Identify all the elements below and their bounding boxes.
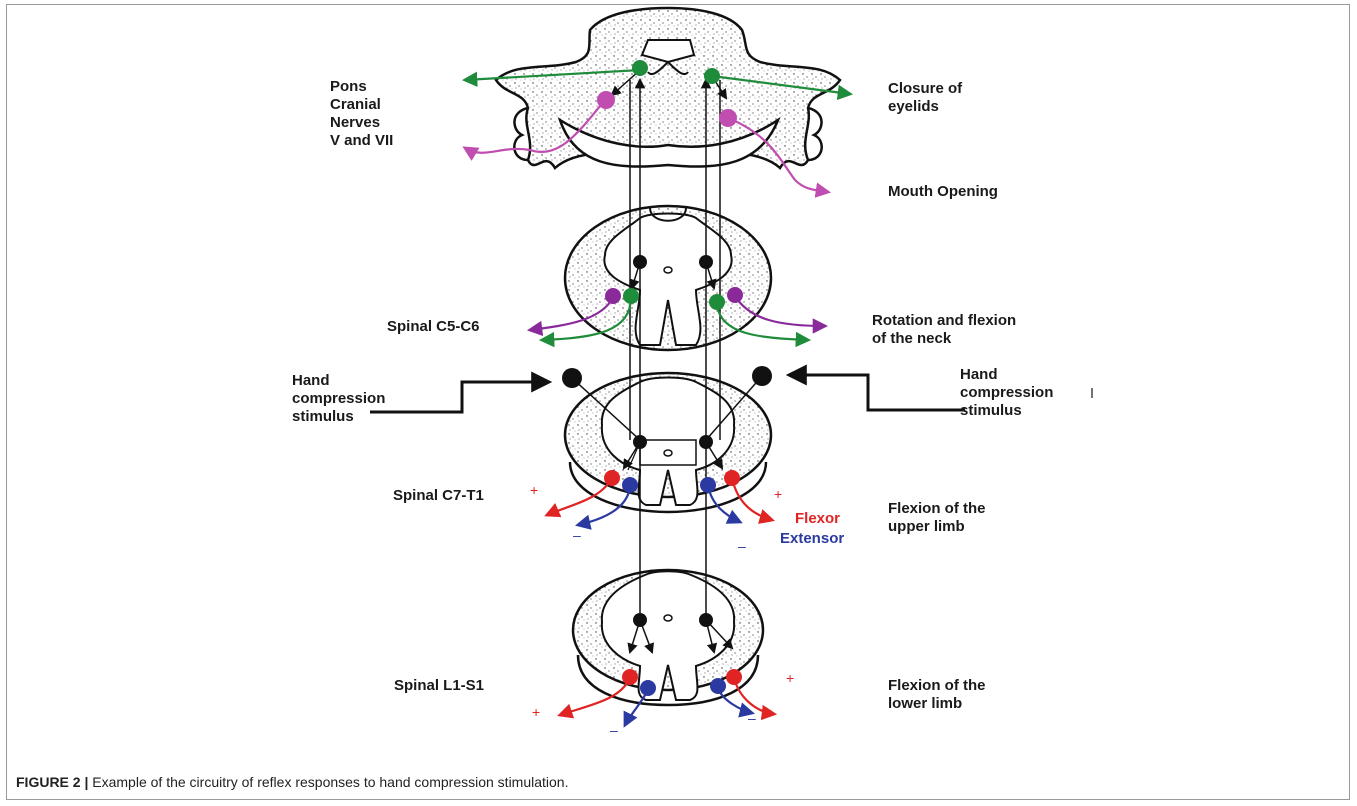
- label-flexion-upper-limb: Flexion of the upper limb: [888, 500, 986, 536]
- sign-plus-l1s1-left: +: [532, 704, 540, 720]
- label-closure-line-1: Closure of: [888, 80, 962, 98]
- pons-section: [496, 8, 840, 168]
- label-pons: Pons Cranial Nerves V and VII: [330, 78, 393, 150]
- sign-minus-l1s1-right: –: [748, 710, 756, 726]
- label-pons-line-2: Cranial: [330, 96, 393, 114]
- c7t1-red-neuron-right: [724, 470, 740, 486]
- label-hand-left-line-2: compression: [292, 390, 385, 408]
- l1s1-blue-neuron-left: [640, 680, 656, 696]
- label-pons-line-3: Nerves: [330, 114, 393, 132]
- label-flexion-lower-limb: Flexion of the lower limb: [888, 677, 986, 713]
- figure-caption: FIGURE 2 | Example of the circuitry of r…: [16, 774, 568, 790]
- label-closure-eyelids: Closure of eyelids: [888, 80, 962, 116]
- label-spinal-c7t1: Spinal C7-T1: [393, 487, 484, 505]
- label-rotation-line-1: Rotation and flexion: [872, 312, 1016, 330]
- caption-label: FIGURE 2 |: [16, 774, 88, 790]
- label-spinal-l1s1: Spinal L1-S1: [394, 677, 484, 695]
- pons-green-neuron-left: [632, 60, 648, 76]
- label-spinal-c5c6: Spinal C5-C6: [387, 318, 480, 336]
- label-extensor: Extensor: [780, 530, 844, 548]
- spinal-c7t1-section: [565, 373, 771, 512]
- c7t1-red-neuron-left: [604, 470, 620, 486]
- l1s1-red-neuron-right: [726, 669, 742, 685]
- label-closure-line-2: eyelids: [888, 98, 962, 116]
- label-rotation-neck: Rotation and flexion of the neck: [872, 312, 1016, 348]
- label-pons-line-4: V and VII: [330, 132, 393, 150]
- c5c6-purple-neuron-left: [605, 288, 621, 304]
- pons-green-neuron-right: [704, 68, 720, 84]
- sign-minus-c7t1-left: –: [573, 527, 581, 543]
- l1s1-blue-neuron-right: [710, 678, 726, 694]
- label-flexion-lower-line-2: lower limb: [888, 695, 986, 713]
- label-pons-line-1: Pons: [330, 78, 393, 96]
- c7t1-blue-neuron-left: [622, 477, 638, 493]
- c5c6-purple-neuron-right: [727, 287, 743, 303]
- sign-plus-c7t1-right: +: [774, 486, 782, 502]
- caption-text: Example of the circuitry of reflex respo…: [88, 774, 568, 790]
- label-hand-right-line-2: compression: [960, 384, 1053, 402]
- label-hand-right-line-3: stimulus: [960, 402, 1053, 420]
- c5c6-green-neuron-left: [623, 288, 639, 304]
- label-flexor: Flexor: [795, 510, 840, 528]
- spinal-c5c6-section: [565, 206, 771, 350]
- label-flexion-upper-line-1: Flexion of the: [888, 500, 986, 518]
- sign-plus-l1s1-right: +: [786, 670, 794, 686]
- stimulus-arrow-right: [790, 375, 965, 410]
- label-hand-stimulus-right: Hand compression stimulus: [960, 366, 1053, 420]
- pons-magenta-neuron-right: [719, 109, 737, 127]
- sign-minus-c7t1-right: –: [738, 538, 746, 554]
- label-flexion-upper-line-2: upper limb: [888, 518, 986, 536]
- pons-lateral-right: [808, 108, 822, 160]
- label-hand-stimulus-left: Hand compression stimulus: [292, 372, 385, 426]
- sign-minus-l1s1-left: –: [610, 722, 618, 738]
- label-mouth-opening: Mouth Opening: [888, 183, 998, 201]
- label-rotation-line-2: of the neck: [872, 330, 1016, 348]
- stimulus-arrow-left: [370, 382, 548, 412]
- label-hand-left-line-3: stimulus: [292, 408, 385, 426]
- c5c6-green-neuron-right: [709, 294, 725, 310]
- pons-magenta-neuron-left: [597, 91, 615, 109]
- label-hand-right-line-1: Hand: [960, 366, 1053, 384]
- label-flexion-lower-line-1: Flexion of the: [888, 677, 986, 695]
- c7t1-blue-neuron-right: [700, 477, 716, 493]
- sign-plus-c7t1-left: +: [530, 482, 538, 498]
- l1s1-red-neuron-left: [622, 669, 638, 685]
- label-hand-left-line-1: Hand: [292, 372, 385, 390]
